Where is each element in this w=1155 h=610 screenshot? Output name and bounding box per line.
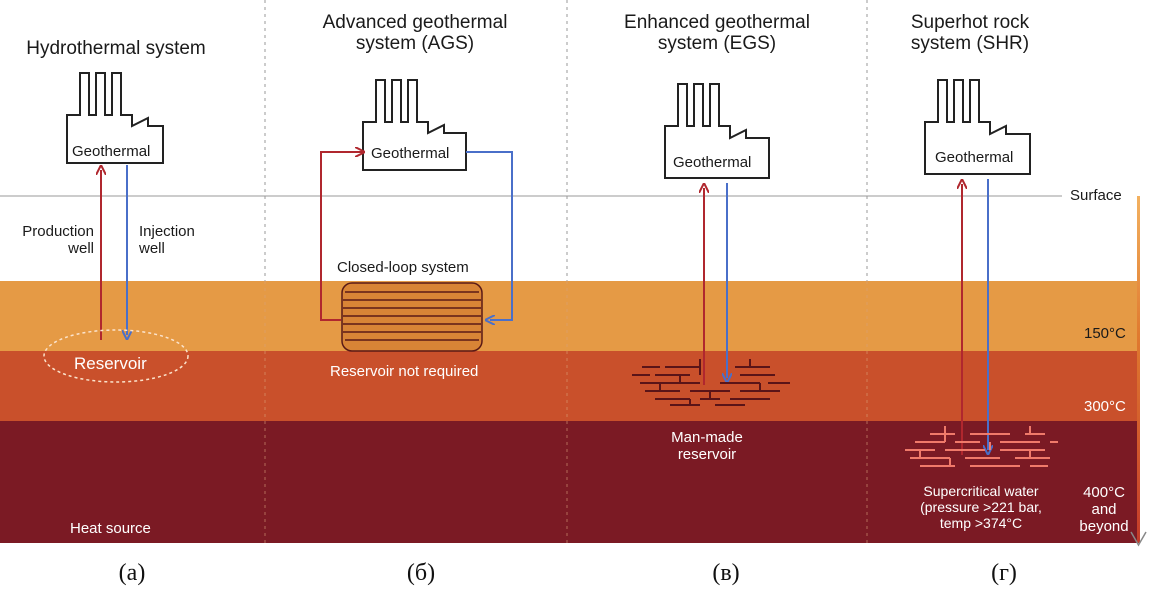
supercritical-fracture-network xyxy=(905,426,1058,467)
layer-300c xyxy=(0,351,1140,421)
caption-c: (в) xyxy=(712,560,740,586)
geothermal-plant-icon xyxy=(924,79,1031,175)
ags-production-loop xyxy=(320,151,365,321)
reservoir-not-required-label: Reservoir not required xyxy=(330,363,479,380)
depth-scale-arrow xyxy=(1130,531,1147,547)
geothermal-plant-icon xyxy=(66,72,164,164)
layer-150c xyxy=(0,281,1140,351)
ags-injection-loop xyxy=(466,151,513,320)
depth-scale-bar xyxy=(1137,196,1140,543)
plant-label: Geothermal xyxy=(371,145,450,162)
geothermal-plant-icon xyxy=(362,79,467,171)
column-dividers xyxy=(264,0,868,543)
man-made-fracture-network xyxy=(632,359,790,406)
geothermal-plant-icon xyxy=(664,83,770,179)
caption-b: (б) xyxy=(406,560,436,586)
surface-label: Surface xyxy=(1070,187,1122,204)
title-ags: Advanced geothermal system (AGS) xyxy=(322,12,508,54)
temp-400-label: 400°C and beyond xyxy=(1079,484,1129,535)
title-hydrothermal: Hydrothermal system xyxy=(26,38,206,59)
caption-d: (г) xyxy=(991,560,1017,586)
temp-300-label: 300°C xyxy=(1084,398,1126,415)
production-well-label: Production well xyxy=(22,223,94,257)
reservoir-label: Reservoir xyxy=(74,354,147,373)
closed-loop-coils xyxy=(341,282,483,352)
layer-400c xyxy=(0,421,1140,543)
plant-label: Geothermal xyxy=(72,143,151,160)
closed-loop-label: Closed-loop system xyxy=(337,259,469,276)
reservoir-ellipse xyxy=(43,329,189,383)
supercritical-water-label: Supercritical water (pressure >221 bar, … xyxy=(920,483,1042,531)
injection-well-label: Injection well xyxy=(139,223,195,257)
heat-source-label: Heat source xyxy=(70,520,151,537)
title-shr: Superhot rock system (SHR) xyxy=(910,12,1030,54)
caption-a: (а) xyxy=(118,560,146,586)
plant-label: Geothermal xyxy=(935,149,1014,166)
plant-label: Geothermal xyxy=(673,154,752,171)
title-egs: Enhanced geothermal system (EGS) xyxy=(624,12,810,54)
man-made-reservoir-label: Man-made reservoir xyxy=(671,429,743,463)
temp-150-label: 150°C xyxy=(1084,325,1126,342)
